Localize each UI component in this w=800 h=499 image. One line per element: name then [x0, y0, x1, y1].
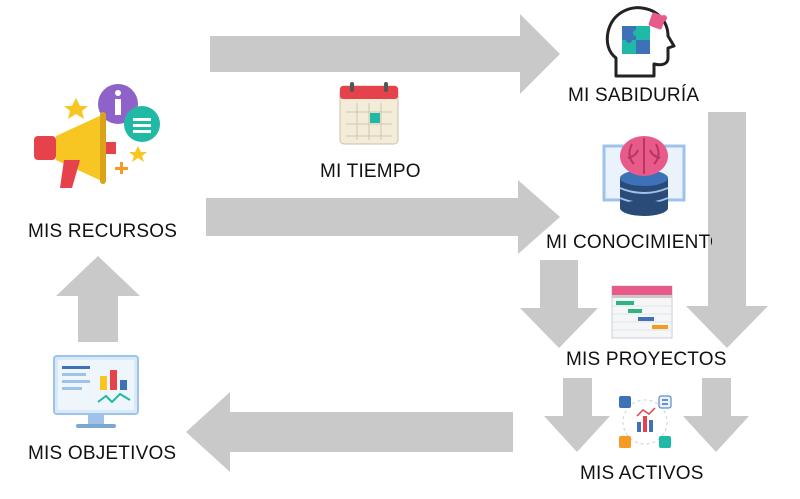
assets-cycle-icon: [619, 395, 672, 448]
arrow-proyectos-to-activos-right: [683, 378, 749, 452]
arrow-sabiduria-to-proyectos: [686, 112, 768, 348]
megaphone-icon: [34, 84, 160, 188]
arrow-objetivos-to-recursos: [56, 256, 140, 342]
node-label-mi-sabiduria: MI SABIDURÍA: [568, 85, 700, 106]
arrow-recursos-to-conocimiento: [206, 180, 560, 254]
calendar-icon: [339, 82, 399, 145]
arrow-proyectos-to-activos-left: [544, 378, 610, 452]
node-label-mis-recursos: MIS RECURSOS: [28, 221, 178, 242]
brain-database-icon: [602, 136, 686, 216]
node-label-mi-tiempo: MI TIEMPO: [320, 161, 421, 182]
node-label-mis-activos: MIS ACTIVOS: [580, 463, 704, 484]
arrow-recursos-to-sabiduria: [210, 14, 560, 94]
node-label-mis-proyectos: MIS PROYECTOS: [566, 349, 727, 370]
arrow-activos-to-objetivos: [186, 392, 513, 472]
head-puzzle-icon: [605, 6, 676, 78]
gantt-chart-icon: [611, 285, 673, 339]
arrows: [56, 14, 768, 472]
node-label-mi-conocimiento: MI CONOCIMIENTO: [546, 233, 712, 252]
monitor-dashboard-icon: [53, 355, 139, 428]
arrow-conocimiento-to-proyectos: [520, 260, 598, 348]
node-label-mis-objetivos: MIS OBJETIVOS: [28, 443, 177, 464]
